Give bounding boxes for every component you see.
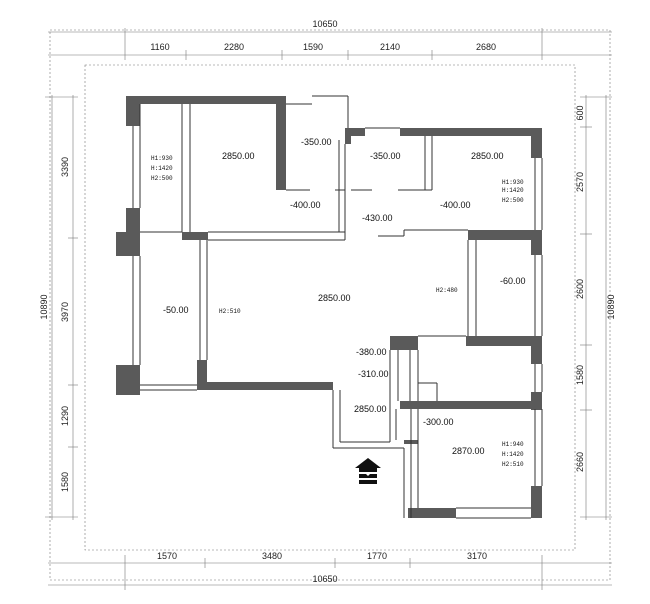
elev-bedroom-lower-right: 2870.00 [452,446,485,456]
dim-bottom-total: 10650 [312,574,337,584]
dim-right-3: 2600 [575,279,585,299]
dim-top-4: 2140 [380,42,400,52]
window-note-top-right: H1:930 H:1420 H2:500 [502,179,524,204]
walls [116,96,542,518]
elev-balcony-left: -50.00 [163,305,189,315]
elev-room-right: -60.00 [500,276,526,286]
window-note-left-mid: H2:510 [219,308,241,315]
window-note-right-mid: H2:480 [436,287,458,294]
dim-bottom-4: 3170 [467,551,487,561]
svg-text:H2:500: H2:500 [502,197,524,204]
elev-bath-top-left: -350.00 [301,137,332,147]
svg-text:H1:930: H1:930 [151,155,173,162]
svg-text:H1:940: H1:940 [502,441,524,448]
dim-bottom-1: 1570 [157,551,177,561]
dim-top-total: 10650 [312,19,337,29]
elev-bedroom-top-right: 2850.00 [471,151,504,161]
dim-right-2: 2570 [575,172,585,192]
elev-bedroom-top-left: 2850.00 [222,151,255,161]
elev-bath-lower: -300.00 [423,417,454,427]
dim-bottom-2: 3480 [262,551,282,561]
dim-left-total: 10890 [39,294,49,319]
elev-floor-left: -400.00 [290,200,321,210]
svg-text:H:1420: H:1420 [151,165,173,172]
svg-text:H2:510: H2:510 [502,461,524,468]
dim-left-4: 1580 [60,472,70,492]
elev-hall-2: -310.00 [358,369,389,379]
inner-frame [84,64,576,551]
dim-right-5: 2660 [575,452,585,472]
dim-left-1: 3390 [60,157,70,177]
dim-top-1: 1160 [150,42,169,52]
elev-bath-top-right: -350.00 [370,151,401,161]
window-note-top-left: H1:930 H:1420 H2:500 [151,155,173,182]
svg-text:H2:500: H2:500 [151,175,173,182]
elev-living: 2850.00 [318,293,351,303]
dim-right-total: 10890 [606,294,616,319]
window-note-lower-right: H1:940 H:1420 H2:510 [502,441,524,468]
dim-top-2: 2280 [224,42,244,52]
dim-left-2: 3970 [60,302,70,322]
outer-frame [49,29,611,581]
dim-top-3: 1590 [303,42,323,52]
svg-text:H:1420: H:1420 [502,187,524,194]
elev-hall-1: -380.00 [356,347,387,357]
dim-right-1: 600 [575,105,585,120]
svg-text:H1:930: H1:930 [502,179,524,186]
elev-floor-mid: -430.00 [362,213,393,223]
dim-top-5: 2680 [476,42,496,52]
elev-floor-right: -400.00 [440,200,471,210]
svg-text:H:1420: H:1420 [502,451,524,458]
dim-right-4: 1580 [575,365,585,385]
entrance-arrow-icon [355,458,381,484]
dim-left-3: 1290 [60,406,70,426]
dim-bottom-3: 1770 [367,551,387,561]
elev-entry: 2850.00 [354,404,387,414]
